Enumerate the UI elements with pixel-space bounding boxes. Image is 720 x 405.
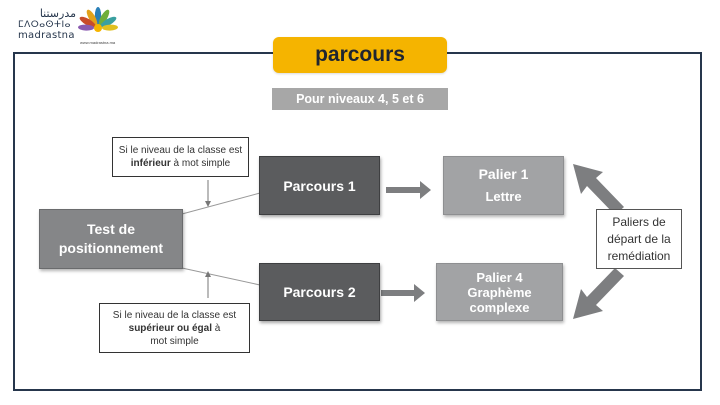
note-top-bold: inférieur	[130, 158, 171, 169]
page-title: parcours	[273, 37, 447, 73]
parcours2-label: Parcours 2	[283, 284, 356, 300]
connector-test-p1	[181, 192, 261, 215]
logo-tifinagh: ⵎⴷⵔⴰⵙⵜⵏⴰ	[18, 20, 71, 30]
note-bottom-suffix: à	[212, 322, 221, 334]
connector-test-p2	[181, 267, 261, 286]
palier4-box: Palier 4 Graphème complexe	[436, 263, 563, 321]
note-top-line2: inférieur à mot simple	[116, 157, 245, 170]
palier4-label: Graphème complexe	[467, 284, 532, 315]
parcours1-box: Parcours 1	[259, 156, 380, 215]
logo-flower-icon	[78, 7, 118, 32]
note-bottom-end: mot simple	[150, 335, 199, 347]
arrow-p1-palier1	[386, 181, 431, 199]
test-positionnement-label: Test de positionnement	[58, 221, 164, 256]
logo-url: www.madrastna.ma	[80, 40, 116, 45]
page-subtitle: Pour niveaux 4, 5 et 6	[272, 88, 448, 110]
arrow-paliers-palier1	[573, 164, 624, 215]
logo-latin: madrastna	[18, 30, 75, 41]
note-top-suffix: à mot simple	[170, 158, 231, 169]
note-bottom-line2: supérieur ou égal à	[103, 322, 246, 335]
note-bottom-prefix: Si le niveau de la classe est	[112, 309, 237, 321]
parcours1-label: Parcours 1	[283, 177, 356, 194]
paliers-remediation-label: Paliers de départ de la remédiation	[607, 214, 671, 263]
note-bottom-bold: supérieur ou égal	[128, 322, 212, 334]
note-top-prefix: Si le niveau de la classe est	[118, 145, 243, 156]
logo-arabic: مدرستنا	[39, 7, 76, 20]
note-superieur: Si le niveau de la classe est supérieur …	[99, 303, 250, 353]
palier4-title: Palier 4	[476, 269, 523, 285]
test-positionnement-box: Test de positionnement	[39, 209, 183, 269]
paliers-remediation-note: Paliers de départ de la remédiation	[596, 209, 682, 269]
arrow-p2-palier4	[381, 284, 425, 302]
logo-wordmark: مدرستنا ⵎⴷⵔⴰⵙⵜⵏⴰ madrastna	[18, 7, 76, 42]
arrow-paliers-palier4	[573, 268, 624, 319]
parcours2-box: Parcours 2	[259, 263, 380, 321]
palier1-box: Palier 1 Lettre	[443, 156, 564, 215]
note-inferieur: Si le niveau de la classe est inférieur …	[112, 137, 249, 177]
palier1-label: Lettre	[485, 189, 522, 204]
palier1-title: Palier 1	[478, 166, 529, 182]
